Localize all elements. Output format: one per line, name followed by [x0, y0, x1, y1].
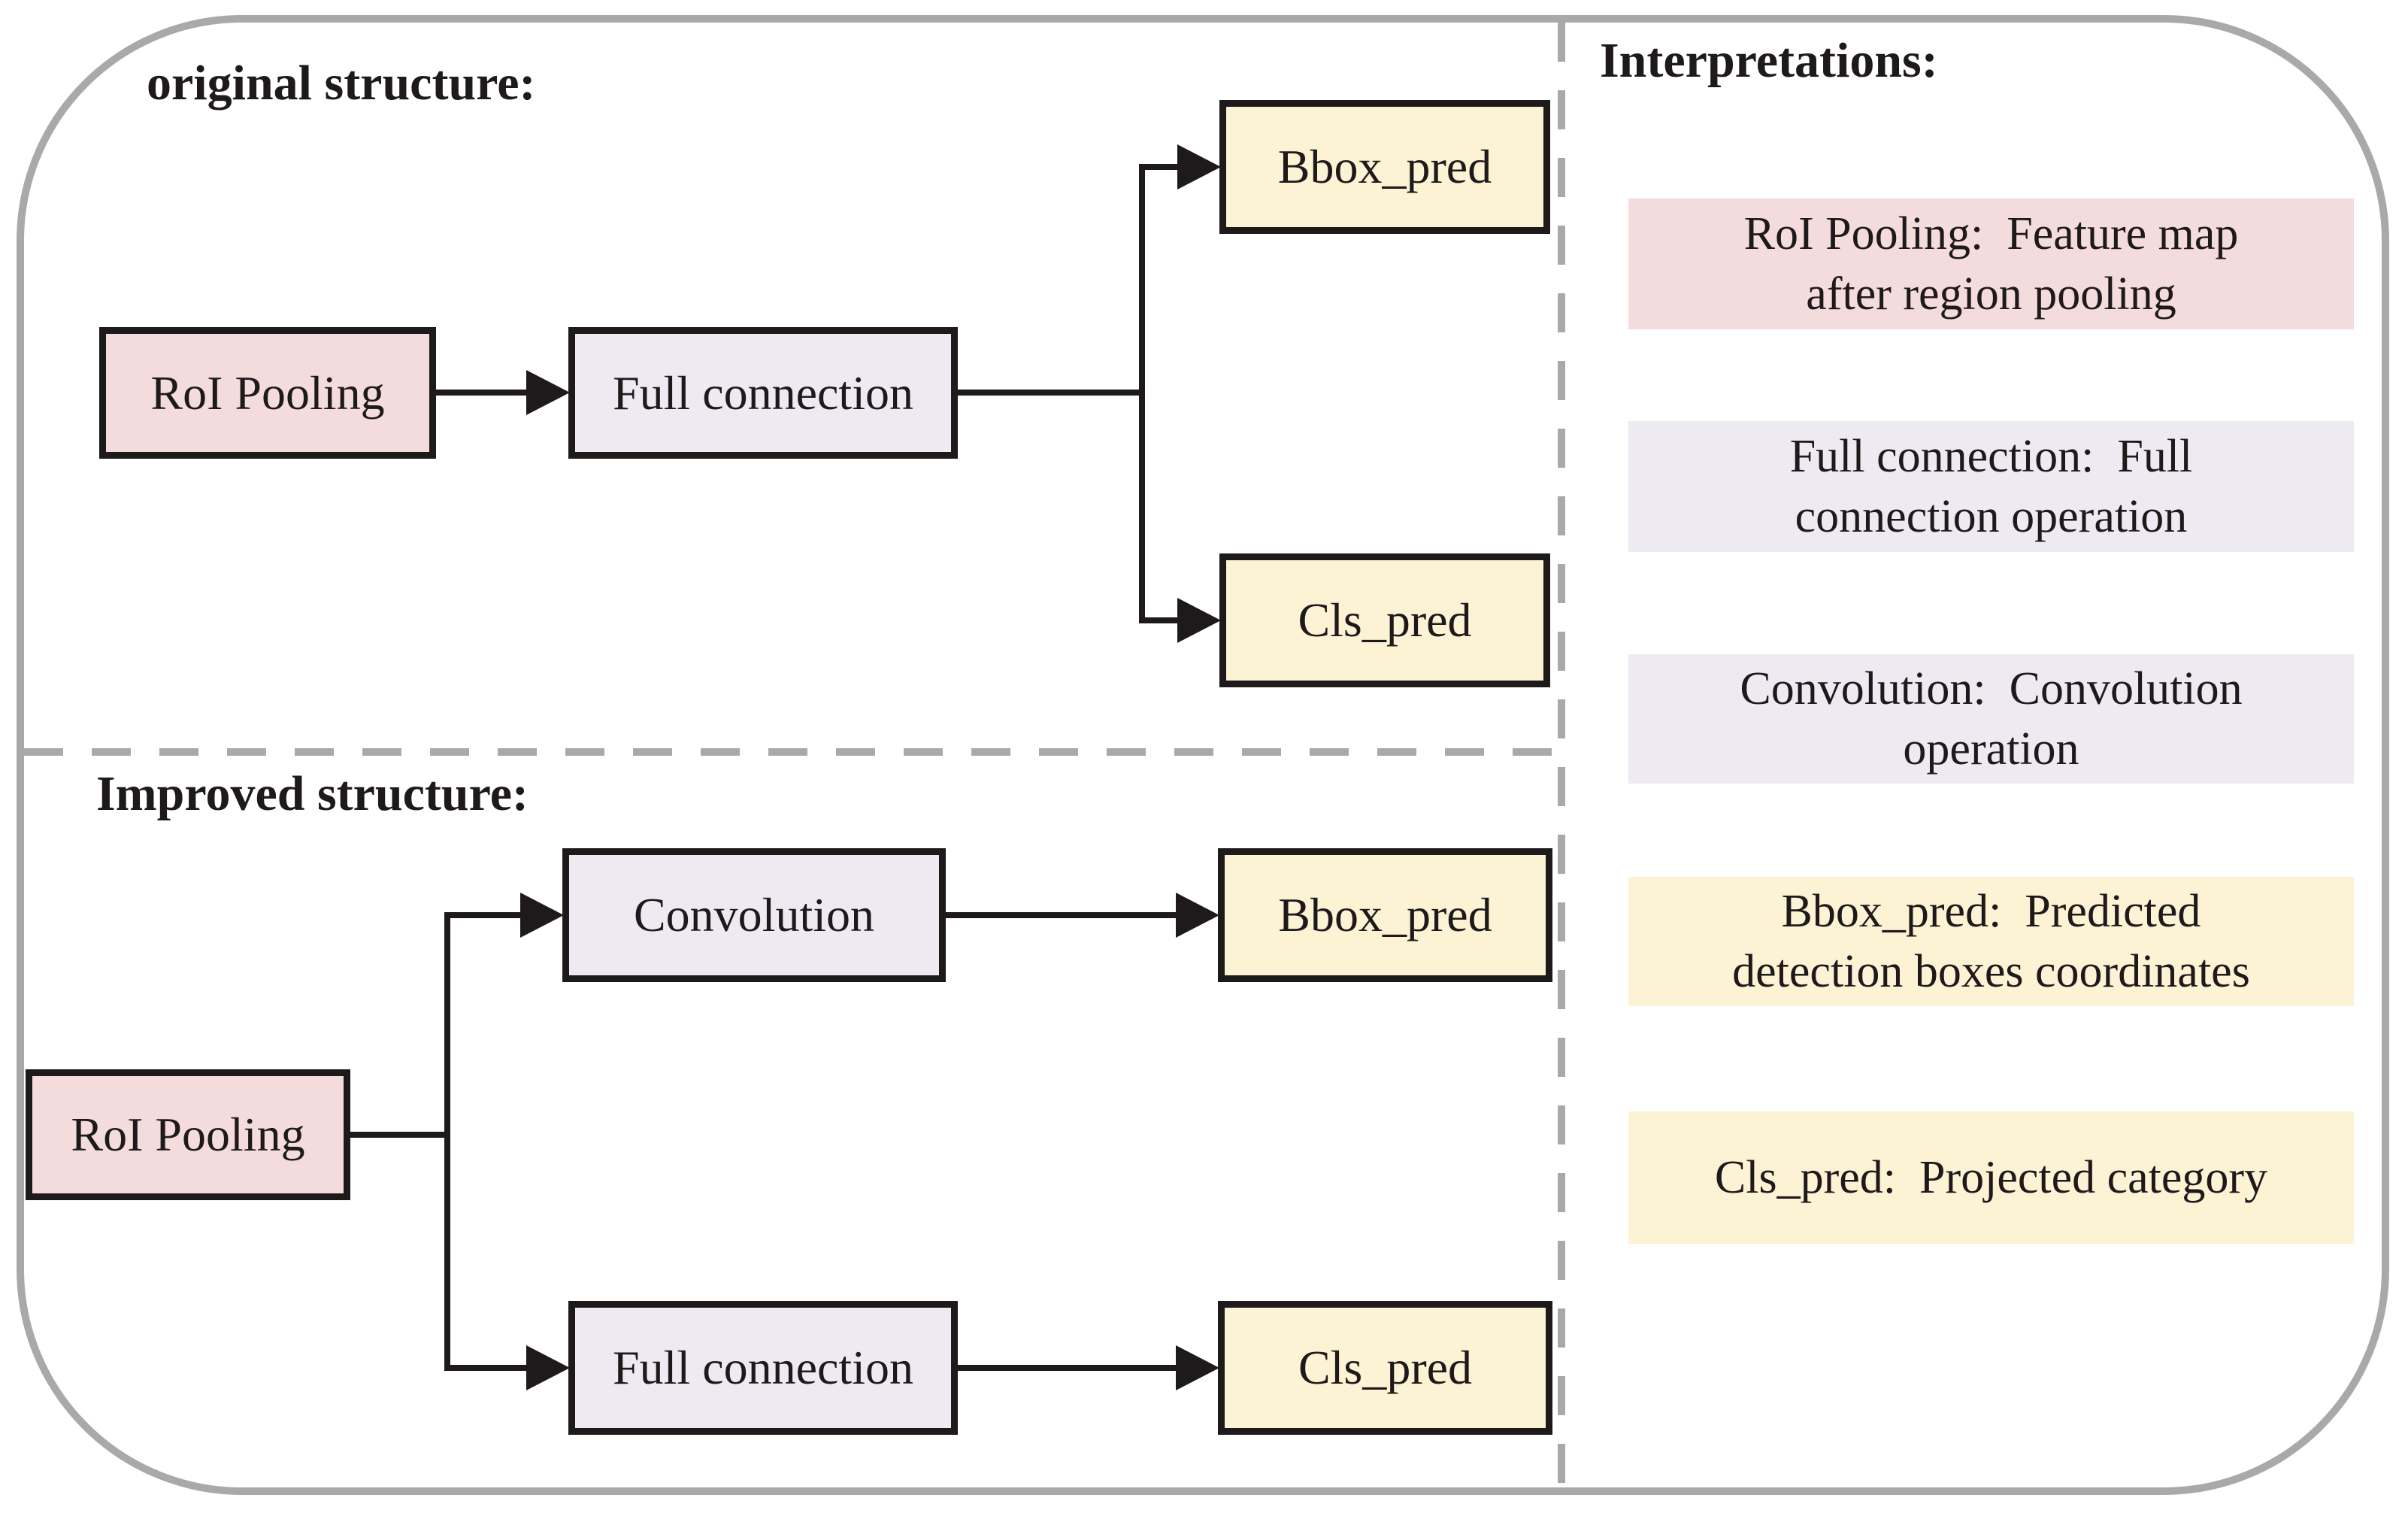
divider-horizontal — [24, 748, 1558, 756]
arrowhead-icon — [1176, 893, 1219, 938]
connector-line — [1139, 617, 1181, 623]
heading-interpretations: Interpretations: — [1600, 33, 1938, 88]
arrowhead-icon — [526, 1345, 570, 1390]
heading-improved-structure: Improved structure: — [96, 766, 529, 821]
node-original-cls-pred: Cls_pred — [1219, 553, 1550, 687]
connector-line — [444, 912, 523, 918]
node-original-bbox-pred: Bbox_pred — [1219, 100, 1550, 234]
node-improved-bbox-pred: Bbox_pred — [1218, 848, 1552, 982]
interpretation-item-convolution: Convolution: Convolution operation — [1628, 654, 2354, 784]
interpretation-item-roi-pooling: RoI Pooling: Feature map after region po… — [1628, 199, 2354, 329]
node-improved-full-connection: Full connection — [568, 1301, 958, 1435]
divider-vertical — [1558, 23, 1565, 1490]
arrowhead-icon — [1176, 1345, 1219, 1390]
interpretation-item-cls-pred: Cls_pred: Projected category — [1628, 1111, 2354, 1244]
connector-line — [1139, 164, 1181, 170]
interpretation-item-bbox-pred: Bbox_pred: Predicted detection boxes coo… — [1628, 877, 2354, 1006]
connector-line — [350, 1132, 450, 1138]
connector-line — [444, 1365, 529, 1371]
outer-frame — [17, 15, 2389, 1495]
heading-original-structure: original structure: — [147, 56, 536, 111]
connector-line — [436, 390, 535, 396]
node-original-roi-pooling: RoI Pooling — [99, 327, 436, 459]
arrowhead-icon — [520, 893, 564, 938]
node-original-full-connection: Full connection — [568, 327, 958, 459]
connector-line — [958, 390, 1142, 396]
node-improved-convolution: Convolution — [562, 848, 946, 982]
arrowhead-icon — [526, 370, 570, 415]
interpretation-item-full-connection: Full connection: Full connection operati… — [1628, 421, 2354, 552]
arrowhead-icon — [1177, 144, 1221, 190]
branch-line — [444, 912, 450, 1371]
connector-line — [946, 912, 1179, 918]
branch-line — [1139, 164, 1145, 623]
node-improved-cls-pred: Cls_pred — [1218, 1301, 1552, 1435]
node-improved-roi-pooling: RoI Pooling — [26, 1069, 350, 1200]
connector-line — [958, 1365, 1179, 1371]
arrowhead-icon — [1177, 598, 1221, 643]
